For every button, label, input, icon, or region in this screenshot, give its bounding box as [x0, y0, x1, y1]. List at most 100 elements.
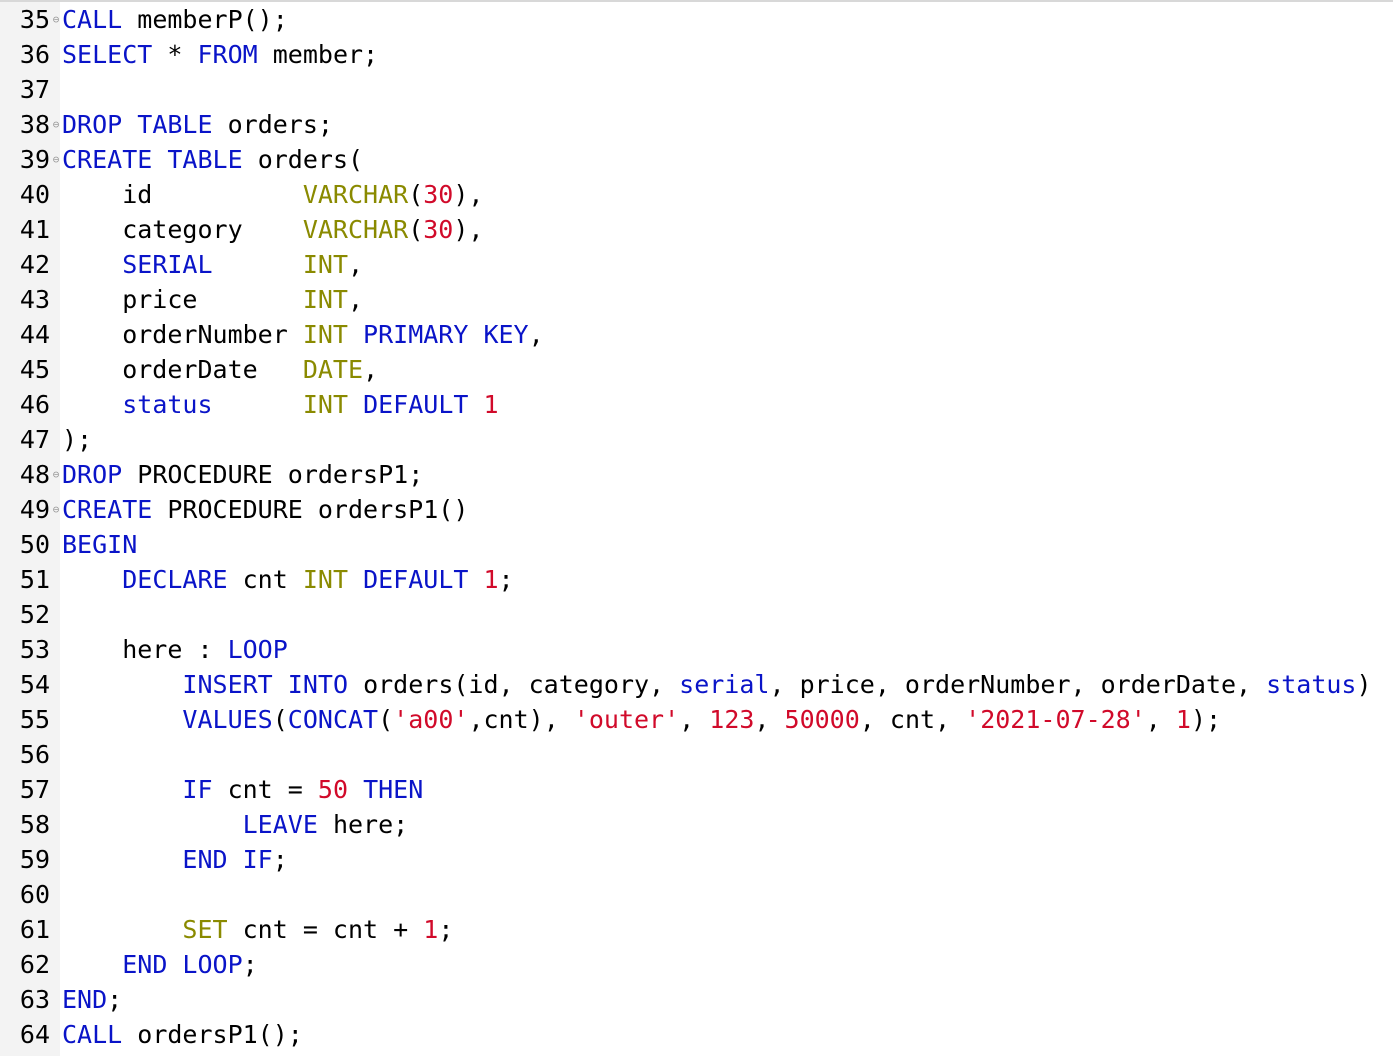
line-number: 47 [19, 425, 50, 454]
code-line[interactable]: 41 category VARCHAR(30), [0, 212, 1393, 247]
keyword-token: END LOOP [122, 950, 243, 979]
type-token: SET [182, 915, 228, 944]
text-token: ordersP1(); [122, 1020, 303, 1049]
code-line[interactable]: 53 here : LOOP [0, 632, 1393, 667]
text-token [348, 390, 363, 419]
code-line[interactable]: 58 LEAVE here; [0, 807, 1393, 842]
code-text: DECLARE cnt INT DEFAULT 1; [62, 562, 514, 597]
text-token [62, 565, 122, 594]
line-number: 61 [19, 915, 50, 944]
code-line[interactable]: 61 SET cnt = cnt + 1; [0, 912, 1393, 947]
code-line[interactable]: 51 DECLARE cnt INT DEFAULT 1; [0, 562, 1393, 597]
code-line[interactable]: 43 price INT, [0, 282, 1393, 317]
code-line[interactable]: 56 [0, 737, 1393, 772]
text-token: ( [408, 180, 424, 209]
number-token: 1 [483, 390, 499, 419]
fold-collapse-icon[interactable]: ⊖ [52, 13, 60, 26]
type-token: DATE [302, 355, 364, 384]
code-line[interactable]: 40 id VARCHAR(30), [0, 177, 1393, 212]
text-token: , cnt, [859, 705, 966, 734]
line-number: 49 [19, 495, 50, 524]
line-number: 64 [19, 1020, 50, 1049]
line-number: 45 [19, 355, 50, 384]
keyword-token: status [122, 390, 213, 419]
type-token: INT [302, 250, 348, 279]
text-token [62, 775, 182, 804]
number-token: 1 [483, 565, 499, 594]
text-token: ), [453, 215, 484, 244]
keyword-token: INTO [287, 670, 349, 699]
line-number: 57 [19, 775, 50, 804]
code-line[interactable]: 59 END IF; [0, 842, 1393, 877]
code-line[interactable]: 46 status INT DEFAULT 1 [0, 387, 1393, 422]
code-text: CREATE PROCEDURE ordersP1() [62, 492, 468, 527]
text-token: cnt [227, 565, 303, 594]
code-line[interactable]: 54 INSERT INTO orders(id, category, seri… [0, 667, 1393, 702]
line-number: 41 [19, 215, 50, 244]
code-line[interactable]: 55 VALUES(CONCAT('a00',cnt), 'outer', 12… [0, 702, 1393, 737]
fold-collapse-icon[interactable]: ⊖ [52, 503, 60, 516]
code-line[interactable]: 45 orderDate DATE, [0, 352, 1393, 387]
text-token: ; [272, 845, 288, 874]
keyword-token: TABLE [137, 110, 213, 139]
keyword-token: PRIMARY KEY [363, 320, 529, 349]
fold-collapse-icon[interactable]: ⊖ [52, 468, 60, 481]
code-text: DROP PROCEDURE ordersP1; [62, 457, 423, 492]
code-text: IF cnt = 50 THEN [62, 772, 423, 807]
text-token: ), [453, 180, 484, 209]
text-token: here : [62, 635, 228, 664]
keyword-token: END [62, 985, 108, 1014]
code-text: category VARCHAR(30), [62, 212, 483, 247]
code-text: CALL ordersP1(); [62, 1017, 303, 1052]
code-line[interactable]: 57 IF cnt = 50 THEN [0, 772, 1393, 807]
code-text: status INT DEFAULT 1 [62, 387, 499, 422]
code-line[interactable]: 47); [0, 422, 1393, 457]
text-token: ( [378, 705, 394, 734]
line-number-gutter [0, 2, 60, 1056]
keyword-token: BEGIN [62, 530, 138, 559]
text-token [62, 390, 122, 419]
code-line[interactable]: 62 END LOOP; [0, 947, 1393, 982]
text-token: ); [62, 425, 93, 454]
code-text: END LOOP; [62, 947, 258, 982]
text-token: ; [242, 950, 258, 979]
keyword-token: THEN [363, 775, 424, 804]
text-token [152, 145, 167, 174]
code-text: here : LOOP [62, 632, 288, 667]
code-line[interactable]: 42 SERIAL INT, [0, 247, 1393, 282]
fold-collapse-icon[interactable]: ⊖ [52, 118, 60, 131]
code-text: LEAVE here; [62, 807, 409, 842]
line-number: 56 [19, 740, 50, 769]
text-token [348, 320, 363, 349]
code-line[interactable]: 39⊖CREATE TABLE orders( [0, 142, 1393, 177]
code-line[interactable]: 48⊖DROP PROCEDURE ordersP1; [0, 457, 1393, 492]
line-number: 58 [19, 810, 50, 839]
code-line[interactable]: 38⊖DROP TABLE orders; [0, 107, 1393, 142]
type-token: INT [302, 285, 348, 314]
text-token: orderNumber [62, 320, 303, 349]
fold-collapse-icon[interactable]: ⊖ [52, 153, 60, 166]
code-text: VALUES(CONCAT('a00',cnt), 'outer', 123, … [62, 702, 1221, 737]
text-token: ; [498, 565, 514, 594]
code-line[interactable]: 52 [0, 597, 1393, 632]
number-token: 1 [423, 915, 439, 944]
code-line[interactable]: 64 CALL ordersP1(); [0, 1017, 1393, 1052]
type-token: INT [302, 390, 348, 419]
text-token: ) [1356, 670, 1372, 699]
text-token: cnt = cnt + [227, 915, 424, 944]
keyword-token: serial [679, 670, 770, 699]
code-line[interactable]: 37 [0, 72, 1393, 107]
keyword-token: SERIAL [122, 250, 213, 279]
code-line[interactable]: 35⊖CALL memberP(); [0, 2, 1393, 37]
text-token [468, 565, 483, 594]
text-token: , [754, 705, 785, 734]
code-line[interactable]: 60 [0, 877, 1393, 912]
text-token [62, 810, 243, 839]
code-line[interactable]: 44 orderNumber INT PRIMARY KEY, [0, 317, 1393, 352]
keyword-token: DECLARE [122, 565, 228, 594]
code-line[interactable]: 49⊖CREATE PROCEDURE ordersP1() [0, 492, 1393, 527]
